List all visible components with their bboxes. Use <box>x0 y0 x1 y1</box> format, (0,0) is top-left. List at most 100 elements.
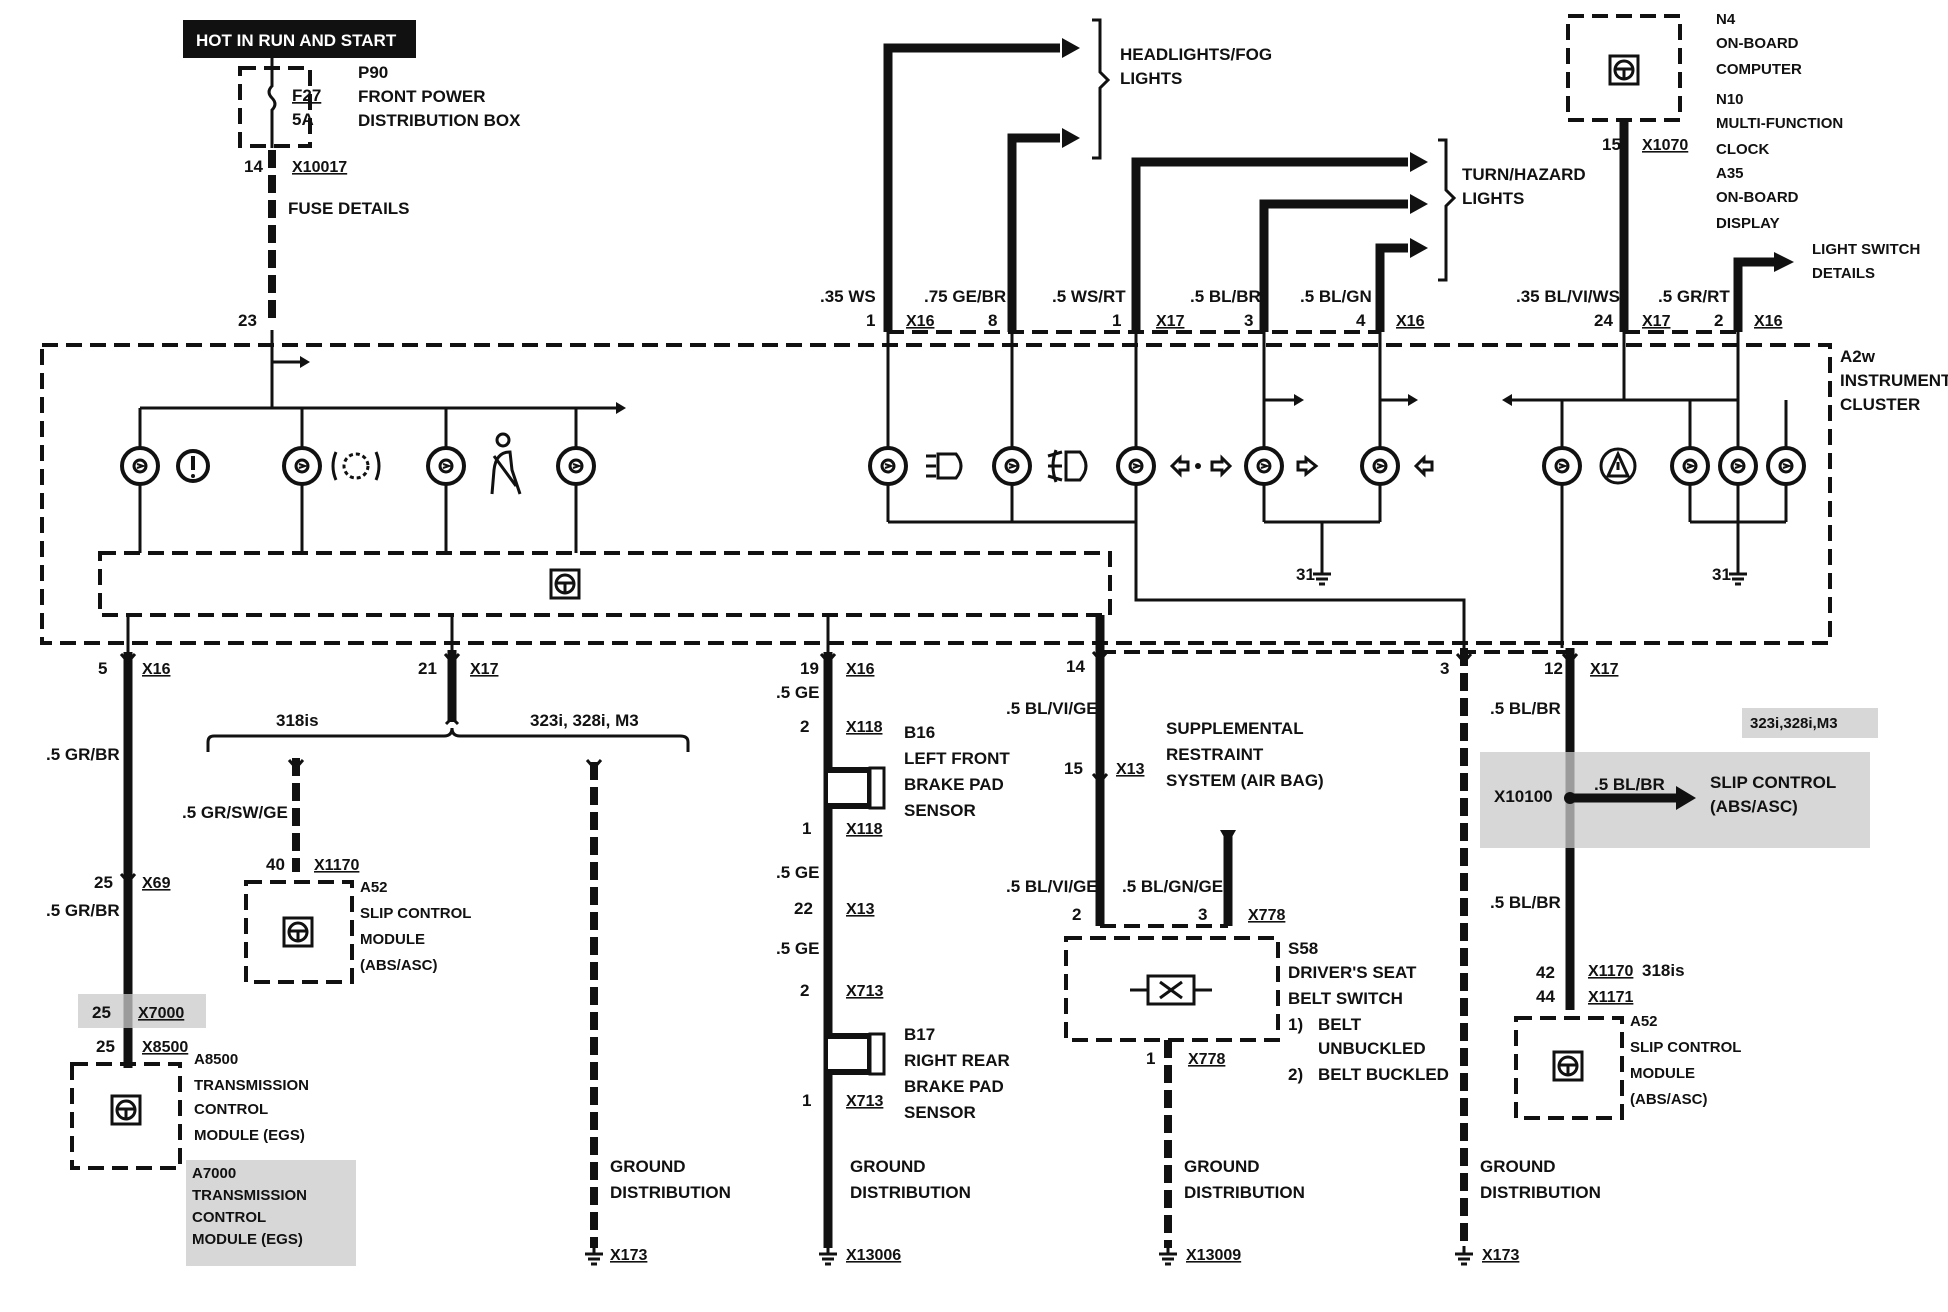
a52-right-pin-a: 42 <box>1536 963 1555 982</box>
a52-right-line1: SLIP CONTROL <box>1630 1039 1741 1056</box>
indicator-bulb-icon-4 <box>1766 446 1806 486</box>
power-header: HOT IN RUN AND START <box>183 20 416 58</box>
right-turn-bulb-icon <box>1360 446 1400 486</box>
s58-gauge-a: .5 BL/VI/GE <box>1006 877 1098 896</box>
c6-conn: X17 <box>1590 661 1619 678</box>
mid-conn: X13 <box>846 901 875 918</box>
a52-left-conn: X1170 <box>314 857 359 874</box>
variant-bracket <box>206 727 690 752</box>
top-wire-4-gauge: .5 BL/BR <box>1190 287 1261 306</box>
cluster-control-unit <box>98 551 1112 617</box>
top-wire-2: .75 GE/BR 8 <box>924 128 1080 332</box>
a52-left-gauge: .5 GR/SW/GE <box>182 803 288 822</box>
a52-right-box <box>1514 1016 1624 1120</box>
x8500-conn: X8500 <box>142 1039 188 1056</box>
indicator-bulb-icon-2 <box>1670 446 1710 486</box>
top-wire-3-pin: 1 <box>1112 311 1121 330</box>
headlights-label-2: LIGHTS <box>1120 69 1182 88</box>
seatbelt-warning-bulb-icon <box>426 446 466 486</box>
fog-light-symbol-icon <box>1047 449 1088 483</box>
s58-conn: X778 <box>1248 907 1285 924</box>
a52-left-pin: 40 <box>266 855 285 874</box>
s58-pin-a: 2 <box>1072 905 1081 924</box>
ground-a-conn: X173 <box>610 1247 647 1264</box>
b16-sensor-symbol-icon <box>828 767 873 809</box>
left-arrow-icon <box>1413 454 1434 478</box>
top-wire-5-pin: 4 <box>1356 311 1366 330</box>
variant-323i: 323i, 328i, M3 <box>530 711 639 730</box>
seatbelt-symbol-icon <box>490 432 522 495</box>
srs-line1: SUPPLEMENTAL <box>1166 719 1304 738</box>
ground-b-conn: X13006 <box>846 1247 901 1264</box>
slip-gauge: .5 BL/BR <box>1594 775 1665 794</box>
c6-gauge: .5 BL/BR <box>1490 699 1561 718</box>
a52-left-line3: (ABS/ASC) <box>360 957 438 974</box>
n4-id: N4 <box>1716 11 1736 28</box>
cluster-name-1: INSTRUMENT <box>1840 371 1948 390</box>
bottom-col-6: 12 X17 .5 BL/BR 323i,328i,M3 X10100 .5 B… <box>1480 648 1878 1120</box>
a52-right-pin-b: 44 <box>1536 987 1555 1006</box>
light-switch-label-1: LIGHT SWITCH <box>1812 241 1920 258</box>
bottom-col-2: 21 X17 318is 323i, 328i, M3 .5 GR/SW/GE … <box>182 615 731 1266</box>
c1-gauge2: .5 GR/BR <box>46 901 120 920</box>
n10-line2: CLOCK <box>1716 141 1769 158</box>
b16-pin-b: 1 <box>802 819 811 838</box>
left-indicators <box>120 408 596 553</box>
ground-c-line1: GROUND <box>1184 1157 1260 1176</box>
top-wire-2-pin: 8 <box>988 311 997 330</box>
s58-line1: DRIVER'S SEAT <box>1288 963 1417 982</box>
s58-conn-c: X778 <box>1188 1051 1225 1068</box>
ground-c-symbol-icon <box>1157 1244 1179 1266</box>
top-wire-1: .35 WS 1 X16 <box>820 38 1080 332</box>
right-indicators: 31 <box>1502 332 1806 648</box>
c4-conn2: X13 <box>1116 761 1145 778</box>
a52-left-line2: MODULE <box>360 931 425 948</box>
brake-pad-warning-bulb-icon <box>282 446 322 486</box>
ground-b-symbol-icon <box>817 1244 839 1266</box>
fuse-box-outline <box>238 66 312 148</box>
n4-line2: COMPUTER <box>1716 61 1802 78</box>
brake-pad-symbol-icon <box>331 451 381 481</box>
asc-bulb-icon <box>1542 446 1582 486</box>
top-wire-3-gauge: .5 WS/RT <box>1052 287 1126 306</box>
cluster-name-2: CLUSTER <box>1840 395 1920 414</box>
a52-left-box <box>244 880 354 984</box>
b16-line2: BRAKE PAD <box>904 775 1004 794</box>
x7000-conn: X7000 <box>138 1005 184 1022</box>
fuse-box-id: P90 <box>358 63 388 82</box>
top-wire-3: .5 WS/RT 1 X17 <box>1052 152 1428 332</box>
light-switch-label-2: DETAILS <box>1812 265 1875 282</box>
b17-line3: SENSOR <box>904 1103 976 1122</box>
top-wire-6-gauge: .35 BL/VI/WS <box>1516 287 1620 306</box>
c4-gauge: .5 BL/VI/GE <box>1006 699 1098 718</box>
top-wire-5-conn: X16 <box>1396 313 1425 330</box>
c5-pin: 3 <box>1440 659 1449 678</box>
ground-c-conn: X13009 <box>1186 1247 1241 1264</box>
cluster-id: A2w <box>1840 347 1876 366</box>
ground-b-line1: GROUND <box>850 1157 926 1176</box>
top-wire-7-conn: X16 <box>1754 313 1783 330</box>
top-wire-1-pin: 1 <box>866 311 875 330</box>
a7000-line1: TRANSMISSION <box>192 1187 307 1204</box>
srs-line3: SYSTEM (AIR BAG) <box>1166 771 1324 790</box>
fuse-box-name-2: DISTRIBUTION BOX <box>358 111 521 130</box>
right-ground-label: 31 <box>1712 565 1731 584</box>
a52-left-module-icon <box>282 916 314 948</box>
a35-id: A35 <box>1716 165 1744 182</box>
c1-pin2: 25 <box>94 873 113 892</box>
a52-right-gauge: .5 BL/BR <box>1490 893 1561 912</box>
left-turn-bulb-icon <box>1244 446 1284 486</box>
indicator-bulb-icon <box>556 446 596 486</box>
a8500-line1: TRANSMISSION <box>194 1077 309 1094</box>
x7000-pin: 25 <box>92 1003 111 1022</box>
a52-right-var: 318is <box>1642 961 1685 980</box>
b17-line1: RIGHT REAR <box>904 1051 1010 1070</box>
b17-sensor-symbol-icon <box>828 1033 873 1075</box>
fuse-details: FUSE DETAILS <box>288 199 410 218</box>
x8500-pin: 25 <box>96 1037 115 1056</box>
light-switch-wire <box>1733 257 1774 332</box>
b16-line3: SENSOR <box>904 801 976 820</box>
indicator-bulb-icon-3 <box>1718 446 1758 486</box>
fuse-pin: 14 <box>244 157 263 176</box>
a52-left-id: A52 <box>360 879 388 896</box>
